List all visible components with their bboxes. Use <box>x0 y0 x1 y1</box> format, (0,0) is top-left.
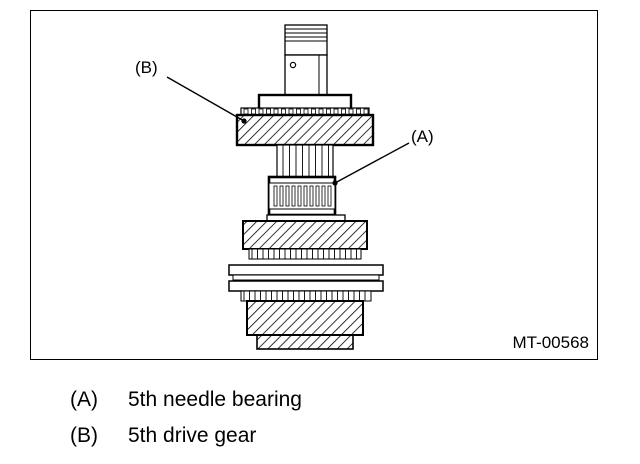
lower-gear-teeth <box>248 248 362 260</box>
shaft-splines <box>276 144 334 178</box>
legend-label: 5th drive gear <box>128 424 257 447</box>
callout-a-label: (A) <box>411 127 434 146</box>
bottom-gear <box>246 300 364 336</box>
hub-plate-upper <box>228 264 384 276</box>
legend-key: (B) <box>70 424 98 447</box>
needle-bearing <box>267 175 337 217</box>
legend: (A) 5th needle bearing (B) 5th drive gea… <box>70 388 302 460</box>
figure-frame: (B) (A) MT-00568 <box>30 10 598 360</box>
callout-b-label: (B) <box>135 58 158 77</box>
leader-b <box>166 76 247 124</box>
bottom-gear-boss <box>256 334 354 350</box>
shaft-hole <box>289 61 297 69</box>
shaft-top <box>284 24 328 96</box>
gear-collar <box>257 93 353 111</box>
hub-teeth <box>240 290 372 302</box>
drive-gear-body <box>235 113 375 147</box>
legend-label: 5th needle bearing <box>128 388 302 411</box>
legend-key: (A) <box>70 388 98 411</box>
leader-a <box>332 142 410 186</box>
legend-item-b: (B) 5th drive gear <box>70 424 302 460</box>
legend-item-a: (A) 5th needle bearing <box>70 388 302 424</box>
hub-plate-lower <box>228 280 384 292</box>
figure-code: MT-00568 <box>512 333 589 352</box>
exploded-drawing: (B) (A) <box>135 24 434 350</box>
hub-plate-mid <box>232 274 380 281</box>
lower-gear <box>242 220 368 250</box>
